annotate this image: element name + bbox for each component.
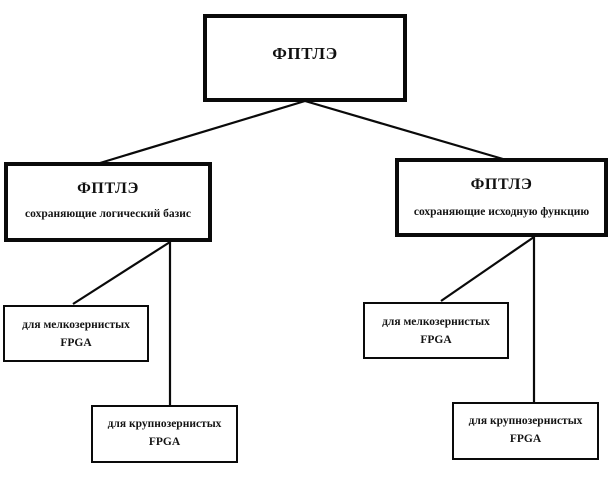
node-right-fine-label: для мелкозернистых FPGA [382, 314, 490, 350]
node-root-title: ФПТЛЭ [272, 44, 338, 63]
node-right-fine-line2: FPGA [420, 333, 452, 346]
node-source-function-title: ФПТЛЭ [470, 176, 533, 193]
node-left-fine-grained-fpga: для мелкозернистых FPGA [3, 305, 149, 362]
node-logic-basis-title: ФПТЛЭ [77, 180, 139, 197]
node-left-fine-line2: FPGA [60, 336, 92, 349]
node-source-function-subtitle: сохраняющие исходную функцию [413, 206, 590, 218]
node-left-fine-line1: для мелкозернистых [22, 319, 130, 331]
node-right-coarse-grained-fpga: для крупнозернистых FPGA [452, 402, 599, 460]
node-right-fine-grained-fpga: для мелкозернистых FPGA [363, 302, 509, 359]
node-logic-basis: ФПТЛЭ сохраняющие логический базис [4, 162, 212, 242]
node-left-coarse-line2: FPGA [148, 435, 181, 448]
node-logic-basis-subtitle: сохраняющие логический базис [25, 208, 191, 220]
connector-source-function-to-right-fine [440, 236, 535, 302]
node-right-coarse-line2: FPGA [509, 432, 542, 445]
node-right-coarse-line1: для крупнозернистых [468, 415, 583, 427]
node-left-coarse-line1: для крупнозернистых [107, 418, 222, 430]
node-source-function: ФПТЛЭ сохраняющие исходную функцию [395, 158, 608, 237]
node-left-coarse-label: для крупнозернистых FPGA [108, 416, 222, 452]
node-root: ФПТЛЭ [203, 14, 407, 102]
node-left-coarse-grained-fpga: для крупнозернистых FPGA [91, 405, 238, 463]
node-right-coarse-label: для крупнозернистых FPGA [469, 413, 583, 449]
node-left-fine-label: для мелкозернистых FPGA [22, 317, 130, 353]
node-right-fine-line1: для мелкозернистых [382, 316, 490, 328]
connector-root-to-source-function [304, 99, 504, 161]
connector-logic-basis-to-left-fine [72, 241, 171, 305]
connector-root-to-logic-basis [99, 99, 306, 165]
